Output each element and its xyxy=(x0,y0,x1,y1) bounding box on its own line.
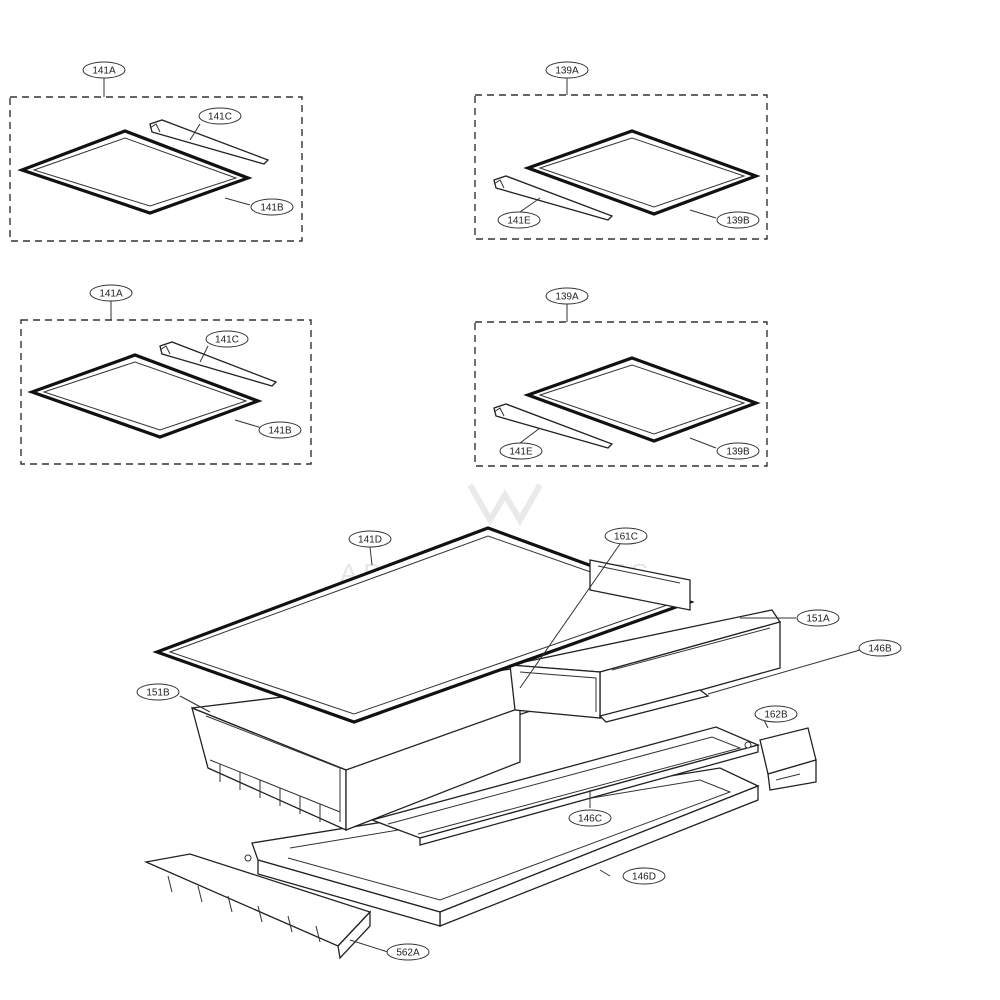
callout-146d: 146D xyxy=(622,867,666,885)
group-139a-top: 139A 141E 139B xyxy=(474,61,768,240)
crisper-frame xyxy=(244,767,760,927)
callout-141e: 141E xyxy=(497,211,541,229)
shelf-rail xyxy=(493,175,614,221)
callout-label: 141C xyxy=(208,112,232,123)
crisper-divider xyxy=(589,559,691,611)
callout-151a: 151A xyxy=(796,609,840,627)
control-bracket xyxy=(744,727,817,791)
callout-label: 139A xyxy=(555,66,579,77)
callout-139a: 139A xyxy=(545,287,589,305)
crisper-rail-right xyxy=(598,689,710,723)
crisper-drawer-right xyxy=(509,609,782,719)
callout-label: 141B xyxy=(268,426,292,437)
dashed-group-box xyxy=(474,321,768,467)
group-141a-bottom: 141A 141C 141B xyxy=(20,284,312,465)
dashed-group-box xyxy=(9,96,303,242)
group-139a-bottom: 139A 141E 139B xyxy=(474,287,768,467)
glass-shelf xyxy=(523,356,761,443)
dashed-group-box xyxy=(20,319,312,465)
callout-141a: 141A xyxy=(82,61,126,79)
callout-label: 562A xyxy=(396,948,420,959)
callout-label: 141D xyxy=(358,535,382,546)
callout-label: 151B xyxy=(146,688,170,699)
dashed-group-box xyxy=(474,94,768,240)
shelf-rail xyxy=(149,119,270,165)
callout-562a: 562A xyxy=(386,943,430,961)
group-141a-top: 141A 141C 141B xyxy=(9,61,303,242)
callout-141b: 141B xyxy=(258,421,302,439)
callout-141c: 141C xyxy=(205,330,249,348)
callout-label: 161C xyxy=(614,532,638,543)
callout-141d: 141D xyxy=(348,530,392,548)
crisper-assembly: 141D 161C 151A 146B 151B 162B 146C 146D xyxy=(136,526,902,961)
callout-label: 141A xyxy=(92,66,116,77)
callout-139b: 139B xyxy=(716,211,760,229)
callout-141a: 141A xyxy=(89,284,133,302)
callout-label: 141E xyxy=(509,447,533,458)
callout-141c: 141C xyxy=(198,107,242,125)
callout-label: 151A xyxy=(806,614,830,625)
callout-label: 139A xyxy=(555,292,579,303)
callout-141e: 141E xyxy=(499,442,543,460)
callout-label: 146D xyxy=(632,872,656,883)
callout-141b: 141B xyxy=(250,198,294,216)
callout-label: 146C xyxy=(578,814,602,825)
callout-label: 139B xyxy=(726,216,750,227)
crisper-cover-plate xyxy=(369,726,760,846)
callout-162b: 162B xyxy=(754,705,798,723)
front-bracket xyxy=(143,853,372,960)
callout-label: 146B xyxy=(868,644,892,655)
shelf-rail xyxy=(159,341,278,387)
callout-label: 141E xyxy=(507,216,531,227)
callout-139b: 139B xyxy=(716,442,760,460)
callout-label: 141A xyxy=(99,289,123,300)
callout-146c: 146C xyxy=(568,809,612,827)
callout-label: 141C xyxy=(215,335,239,346)
callout-label: 162B xyxy=(764,710,788,721)
callout-161c: 161C xyxy=(604,527,648,545)
callout-label: 141B xyxy=(260,203,284,214)
callout-151b: 151B xyxy=(136,683,180,701)
callout-label: 139B xyxy=(726,447,750,458)
callout-139a: 139A xyxy=(545,61,589,79)
glass-shelf xyxy=(523,129,761,216)
shelf-rail xyxy=(493,403,614,449)
callout-146b: 146B xyxy=(858,639,902,657)
